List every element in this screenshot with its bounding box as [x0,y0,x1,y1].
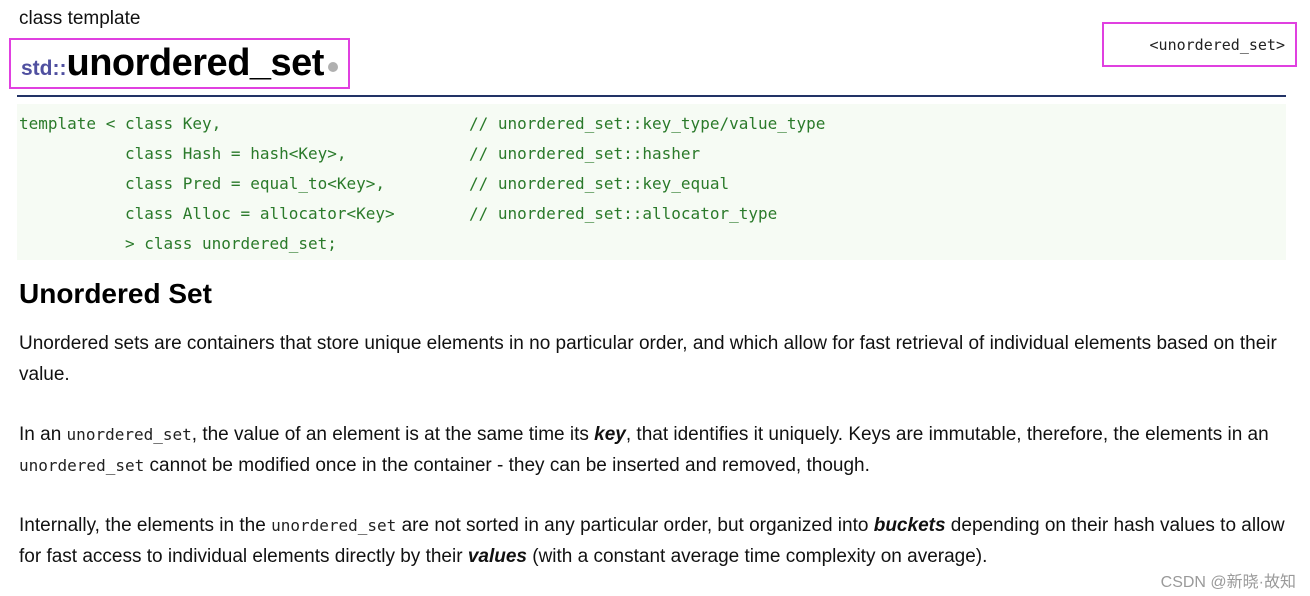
paragraph-keys: In an unordered_set, the value of an ele… [19,419,1289,481]
code-line: > class unordered_set; [19,234,1286,264]
paragraph-text: , that identifies it uniquely. Keys are … [625,424,1269,445]
page-title: std::unordered_set [21,42,338,85]
code-comment: // unordered_set::key_equal [469,174,730,193]
class-name: unordered_set [66,42,325,84]
code-comment: // unordered_set::hasher [469,144,701,163]
code-comment: // unordered_set::key_type/value_type [469,114,826,133]
paragraph-text: In an [19,424,67,445]
paragraph-text: cannot be modified once in the container… [144,455,870,476]
code-text: class Alloc = allocator<Key> [19,204,395,223]
paragraph-text: , the value of an element is at the same… [191,424,595,445]
section-heading: Unordered Set [19,278,212,309]
namespace-prefix: std:: [21,57,67,80]
code-line: class Alloc = allocator<Key> // unordere… [19,204,1286,234]
emphasis-term: values [467,546,527,567]
inline-code: unordered_set [271,516,397,535]
inline-code: unordered_set [66,425,192,444]
code-comment: // unordered_set::allocator_type [469,204,778,223]
inline-code: unordered_set [19,456,145,475]
title-highlight-box: std::unordered_set [9,38,350,89]
emphasis-term: buckets [873,515,946,536]
paragraph-intro: Unordered sets are containers that store… [19,333,1277,385]
class-kind-label: class template [19,8,141,29]
code-text: class Hash = hash<Key>, [19,144,347,163]
code-line: class Hash = hash<Key>, // unordered_set… [19,144,1286,174]
code-text: class Pred = equal_to<Key>, [19,174,386,193]
code-line: class Pred = equal_to<Key>, // unordered… [19,174,1286,204]
code-text: template < class Key, [19,114,222,133]
paragraph-buckets: Internally, the elements in the unordere… [19,510,1289,572]
paragraph-text: Internally, the elements in the [19,515,272,536]
title-divider [17,95,1286,97]
header-highlight-box: <unordered_set> [1102,22,1297,67]
declaration-code-block: template < class Key, // unordered_set::… [17,104,1286,260]
paragraph-text: (with a constant average time complexity… [526,546,988,567]
watermark: CSDN @新晓·故知 [1160,574,1296,591]
status-dot-icon [327,62,338,72]
code-text: > class unordered_set; [19,234,337,253]
paragraph-text: depending on their hash values to allow … [19,515,1285,567]
emphasis-term: key [594,424,626,445]
paragraph-text: are not sorted in any particular order, … [396,515,874,536]
code-line: template < class Key, // unordered_set::… [19,114,1286,144]
header-link[interactable]: <unordered_set> [1149,35,1285,54]
